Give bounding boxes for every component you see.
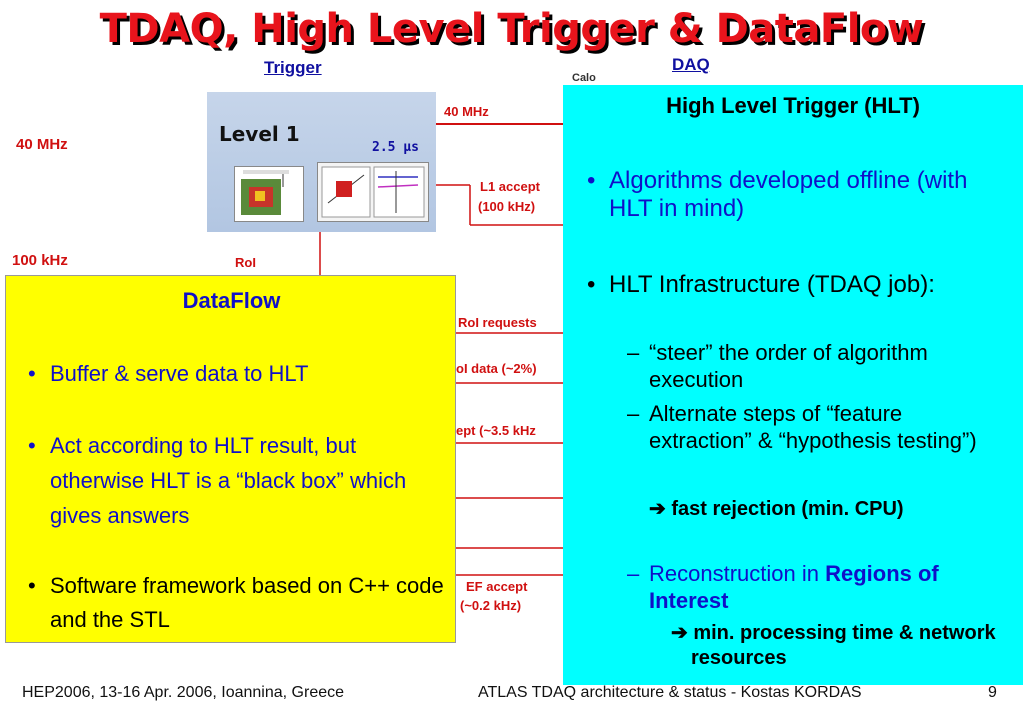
l1-accept-label: L1 accept xyxy=(480,179,540,194)
ef-accept-rate: (~0.2 kHz) xyxy=(460,598,522,613)
footer-page-number: 9 xyxy=(988,684,997,701)
calo-label: Calo xyxy=(572,72,596,84)
roi-requests-label: RoI requests xyxy=(458,315,537,330)
footer-conference: HEP2006, 13-16 Apr. 2006, Ioannina, Gree… xyxy=(22,684,345,701)
slide-title: TDAQ, High Level Trigger & DataFlow xyxy=(99,6,924,52)
roi-label: RoI xyxy=(235,255,256,270)
dataflow-bullet-3: •Software framework based on C++ code an… xyxy=(28,573,444,632)
level1-label: Level 1 xyxy=(219,122,300,146)
hlt-arrow-1: ➔ fast rejection (min. CPU) xyxy=(649,498,904,520)
hlt-arrow-2: ➔ min. processing time & network resourc… xyxy=(671,622,996,669)
dataflow-bullet-2: •Act according to HLT result, but otherw… xyxy=(28,433,407,528)
daq-heading: DAQ xyxy=(672,55,710,74)
hlt-sub-2: –Alternate steps of “feature extraction”… xyxy=(627,401,977,453)
hlt-box: High Level Trigger (HLT) •Algorithms dev… xyxy=(563,85,1023,685)
roi-data-label: oI data (~2%) xyxy=(456,361,537,376)
l1-accept-rate: (100 kHz) xyxy=(478,199,536,214)
footer-talk-title: ATLAS TDAQ architecture & status - Kosta… xyxy=(478,684,862,701)
level1-latency: 2.5 μs xyxy=(372,140,419,155)
hlt-heading: High Level Trigger (HLT) xyxy=(666,93,920,118)
l2-accept-label: ept (~3.5 kHz xyxy=(456,423,536,438)
hlt-sub-1: –“steer” the order of algorithm executio… xyxy=(627,340,928,392)
detector-thumbnail xyxy=(317,162,429,222)
hlt-bullet-2: •HLT Infrastructure (TDAQ job): xyxy=(587,271,935,298)
hlt-sub-3: –Reconstruction in Regions of Interest xyxy=(627,561,939,613)
rate-40mhz-left: 40 MHz xyxy=(16,136,68,153)
rate-40mhz-top: 40 MHz xyxy=(444,104,489,119)
dataflow-box: DataFlow •Buffer & serve data to HLT •Ac… xyxy=(5,275,456,643)
dataflow-bullet-1: •Buffer & serve data to HLT xyxy=(28,361,309,386)
rate-100khz-left: 100 kHz xyxy=(12,252,68,269)
calorimeter-thumbnail xyxy=(234,166,304,222)
arrow-right-icon: ➔ xyxy=(649,498,672,520)
arrow-right-icon: ➔ xyxy=(671,622,694,644)
ef-accept-label: EF accept xyxy=(466,579,528,594)
hlt-bullet-1: •Algorithms developed offline (with HLT … xyxy=(587,167,968,222)
dataflow-heading: DataFlow xyxy=(182,288,281,313)
level1-box: Level 1 2.5 μs xyxy=(207,92,436,232)
trigger-heading: Trigger xyxy=(264,58,322,77)
